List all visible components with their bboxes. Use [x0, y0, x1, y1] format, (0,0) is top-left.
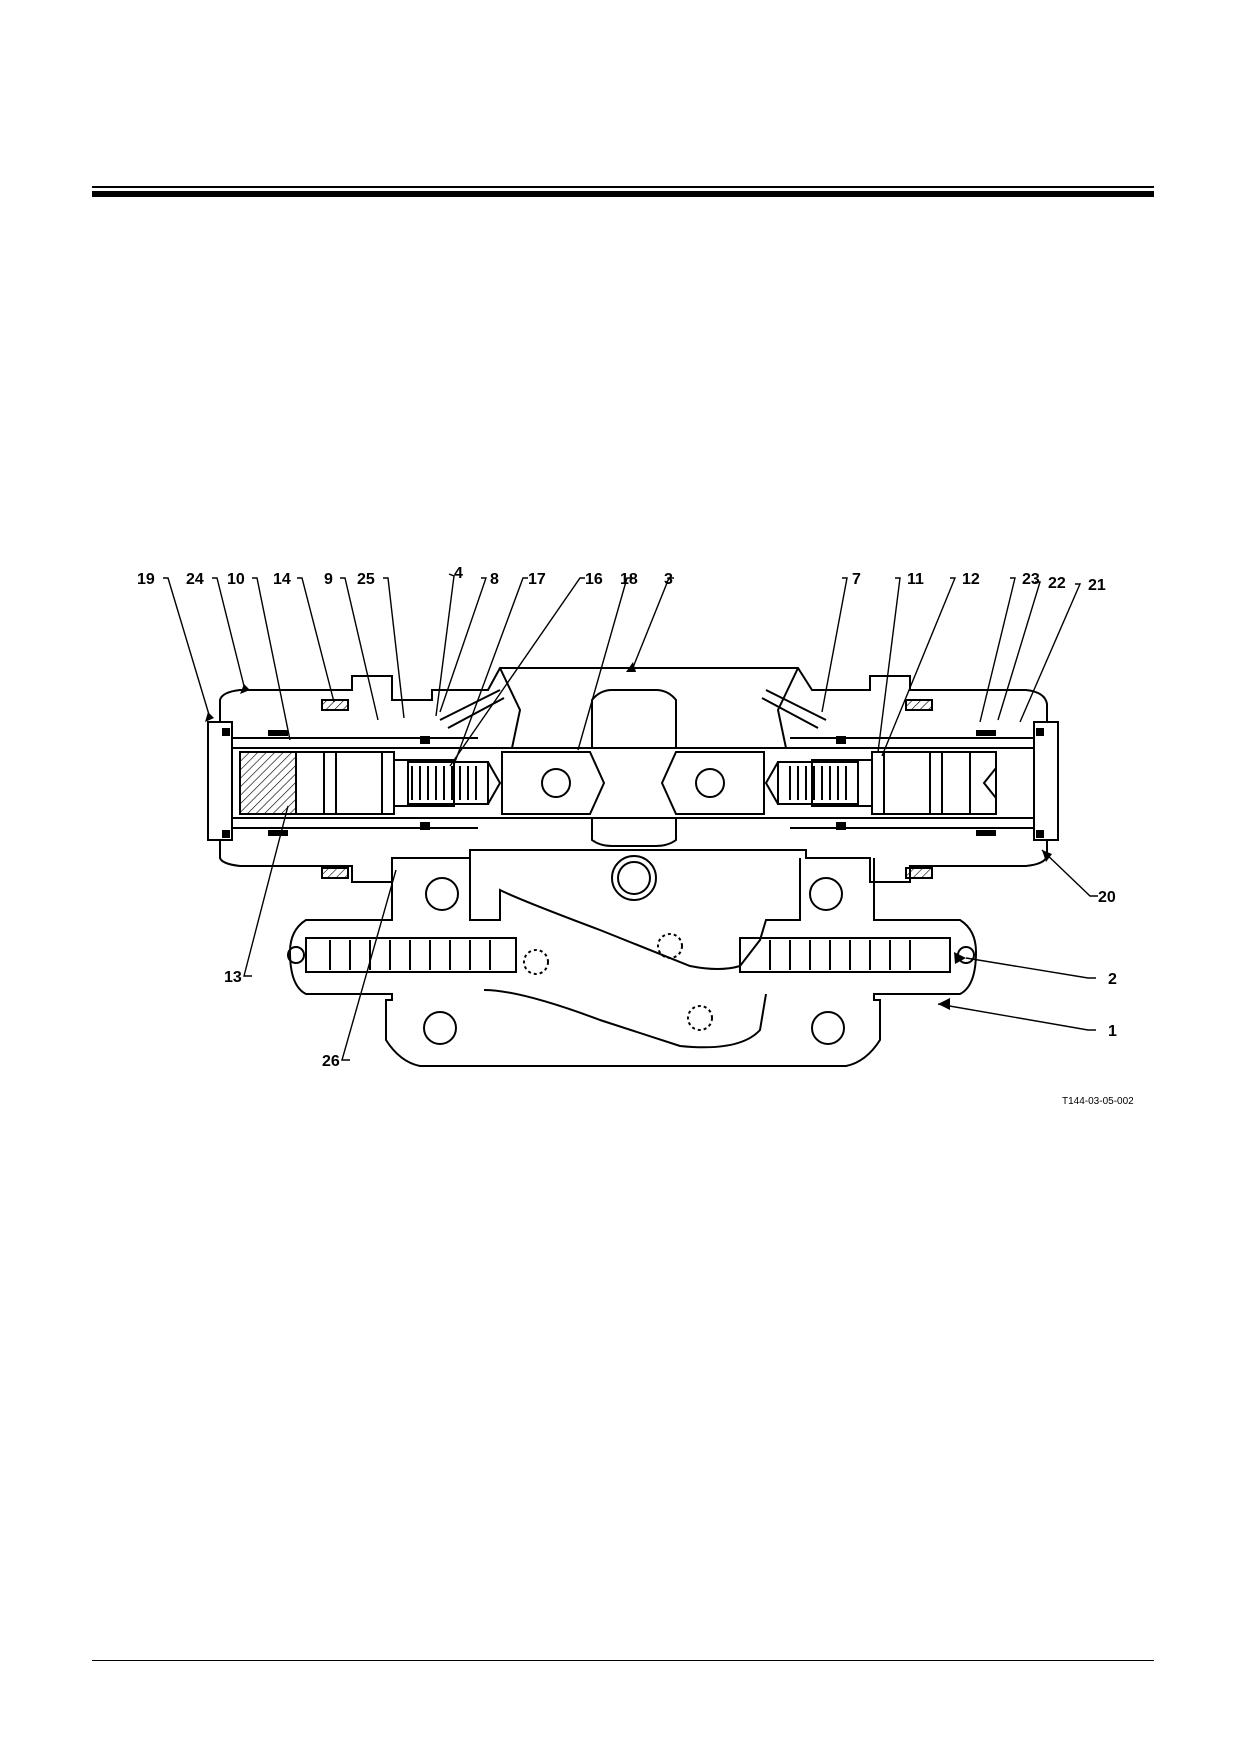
callout-11: 11: [907, 571, 924, 588]
callout-7: 7: [852, 571, 861, 588]
footer-rule: [92, 1660, 1154, 1661]
figure-reference: T144-03-05-002: [1062, 1096, 1134, 1107]
lower-body-outline: [288, 858, 978, 1067]
s-passage-upper: [469, 858, 801, 970]
callout-16: 16: [585, 571, 603, 588]
left-end-cap: [207, 721, 233, 841]
callout-8: 8: [490, 571, 499, 588]
callout-17: 17: [528, 571, 546, 588]
right-piston: [871, 751, 943, 815]
left-spring-housing: [407, 761, 489, 805]
o-ring-seals: [222, 728, 1044, 838]
right-trunnion: [660, 751, 765, 815]
callout-4: 4: [454, 565, 463, 582]
left-chevron: [487, 761, 502, 805]
right-spring-housing: [777, 761, 859, 805]
callout-22: 22: [1048, 575, 1066, 592]
left-spool: [393, 759, 455, 807]
left-trunnion: [501, 751, 606, 815]
callout-26: 26: [322, 1053, 340, 1070]
header-rule-thick: [92, 191, 1154, 197]
callout-25: 25: [357, 571, 375, 588]
right-end-cap: [1033, 721, 1059, 841]
callout-1: 1: [1108, 1023, 1117, 1040]
right-top-pad: [905, 699, 933, 711]
left-bottom-pad: [321, 867, 349, 879]
callout-18: 18: [620, 571, 638, 588]
callout-9: 9: [324, 571, 333, 588]
callout-14: 14: [273, 571, 291, 588]
left-piston: [323, 751, 395, 815]
callout-13: 13: [224, 969, 242, 986]
callout-24: 24: [186, 571, 204, 588]
callout-10: 10: [227, 571, 245, 588]
s-passage-lower: [483, 989, 767, 1049]
right-bottom-pad: [905, 867, 933, 879]
lower-left-spool: [305, 937, 517, 973]
valve-drawing: [207, 667, 1059, 1067]
center-port: [611, 855, 657, 901]
callout-19: 19: [137, 571, 155, 588]
right-chevron: [764, 761, 779, 805]
arrowheads: [205, 662, 1052, 1010]
callout-21: 21: [1088, 577, 1106, 594]
main-body-outline: [219, 667, 1048, 722]
callout-23: 23: [1022, 571, 1040, 588]
left-top-pad: [321, 699, 349, 711]
header-rule-thin: [92, 186, 1154, 188]
center-cavity: [591, 689, 677, 748]
callout-3: 3: [664, 571, 673, 588]
callout-20: 20: [1098, 889, 1116, 906]
main-body-outline-lower: [219, 840, 1048, 883]
callout-12: 12: [962, 571, 980, 588]
callout-2: 2: [1108, 971, 1117, 988]
leader-lines: [163, 573, 1098, 1061]
callout-labels: 19 24 10 14 9 25 4 8 17 16 18 3 7 11 12 …: [137, 565, 1134, 1107]
lower-right-spool: [739, 937, 951, 973]
